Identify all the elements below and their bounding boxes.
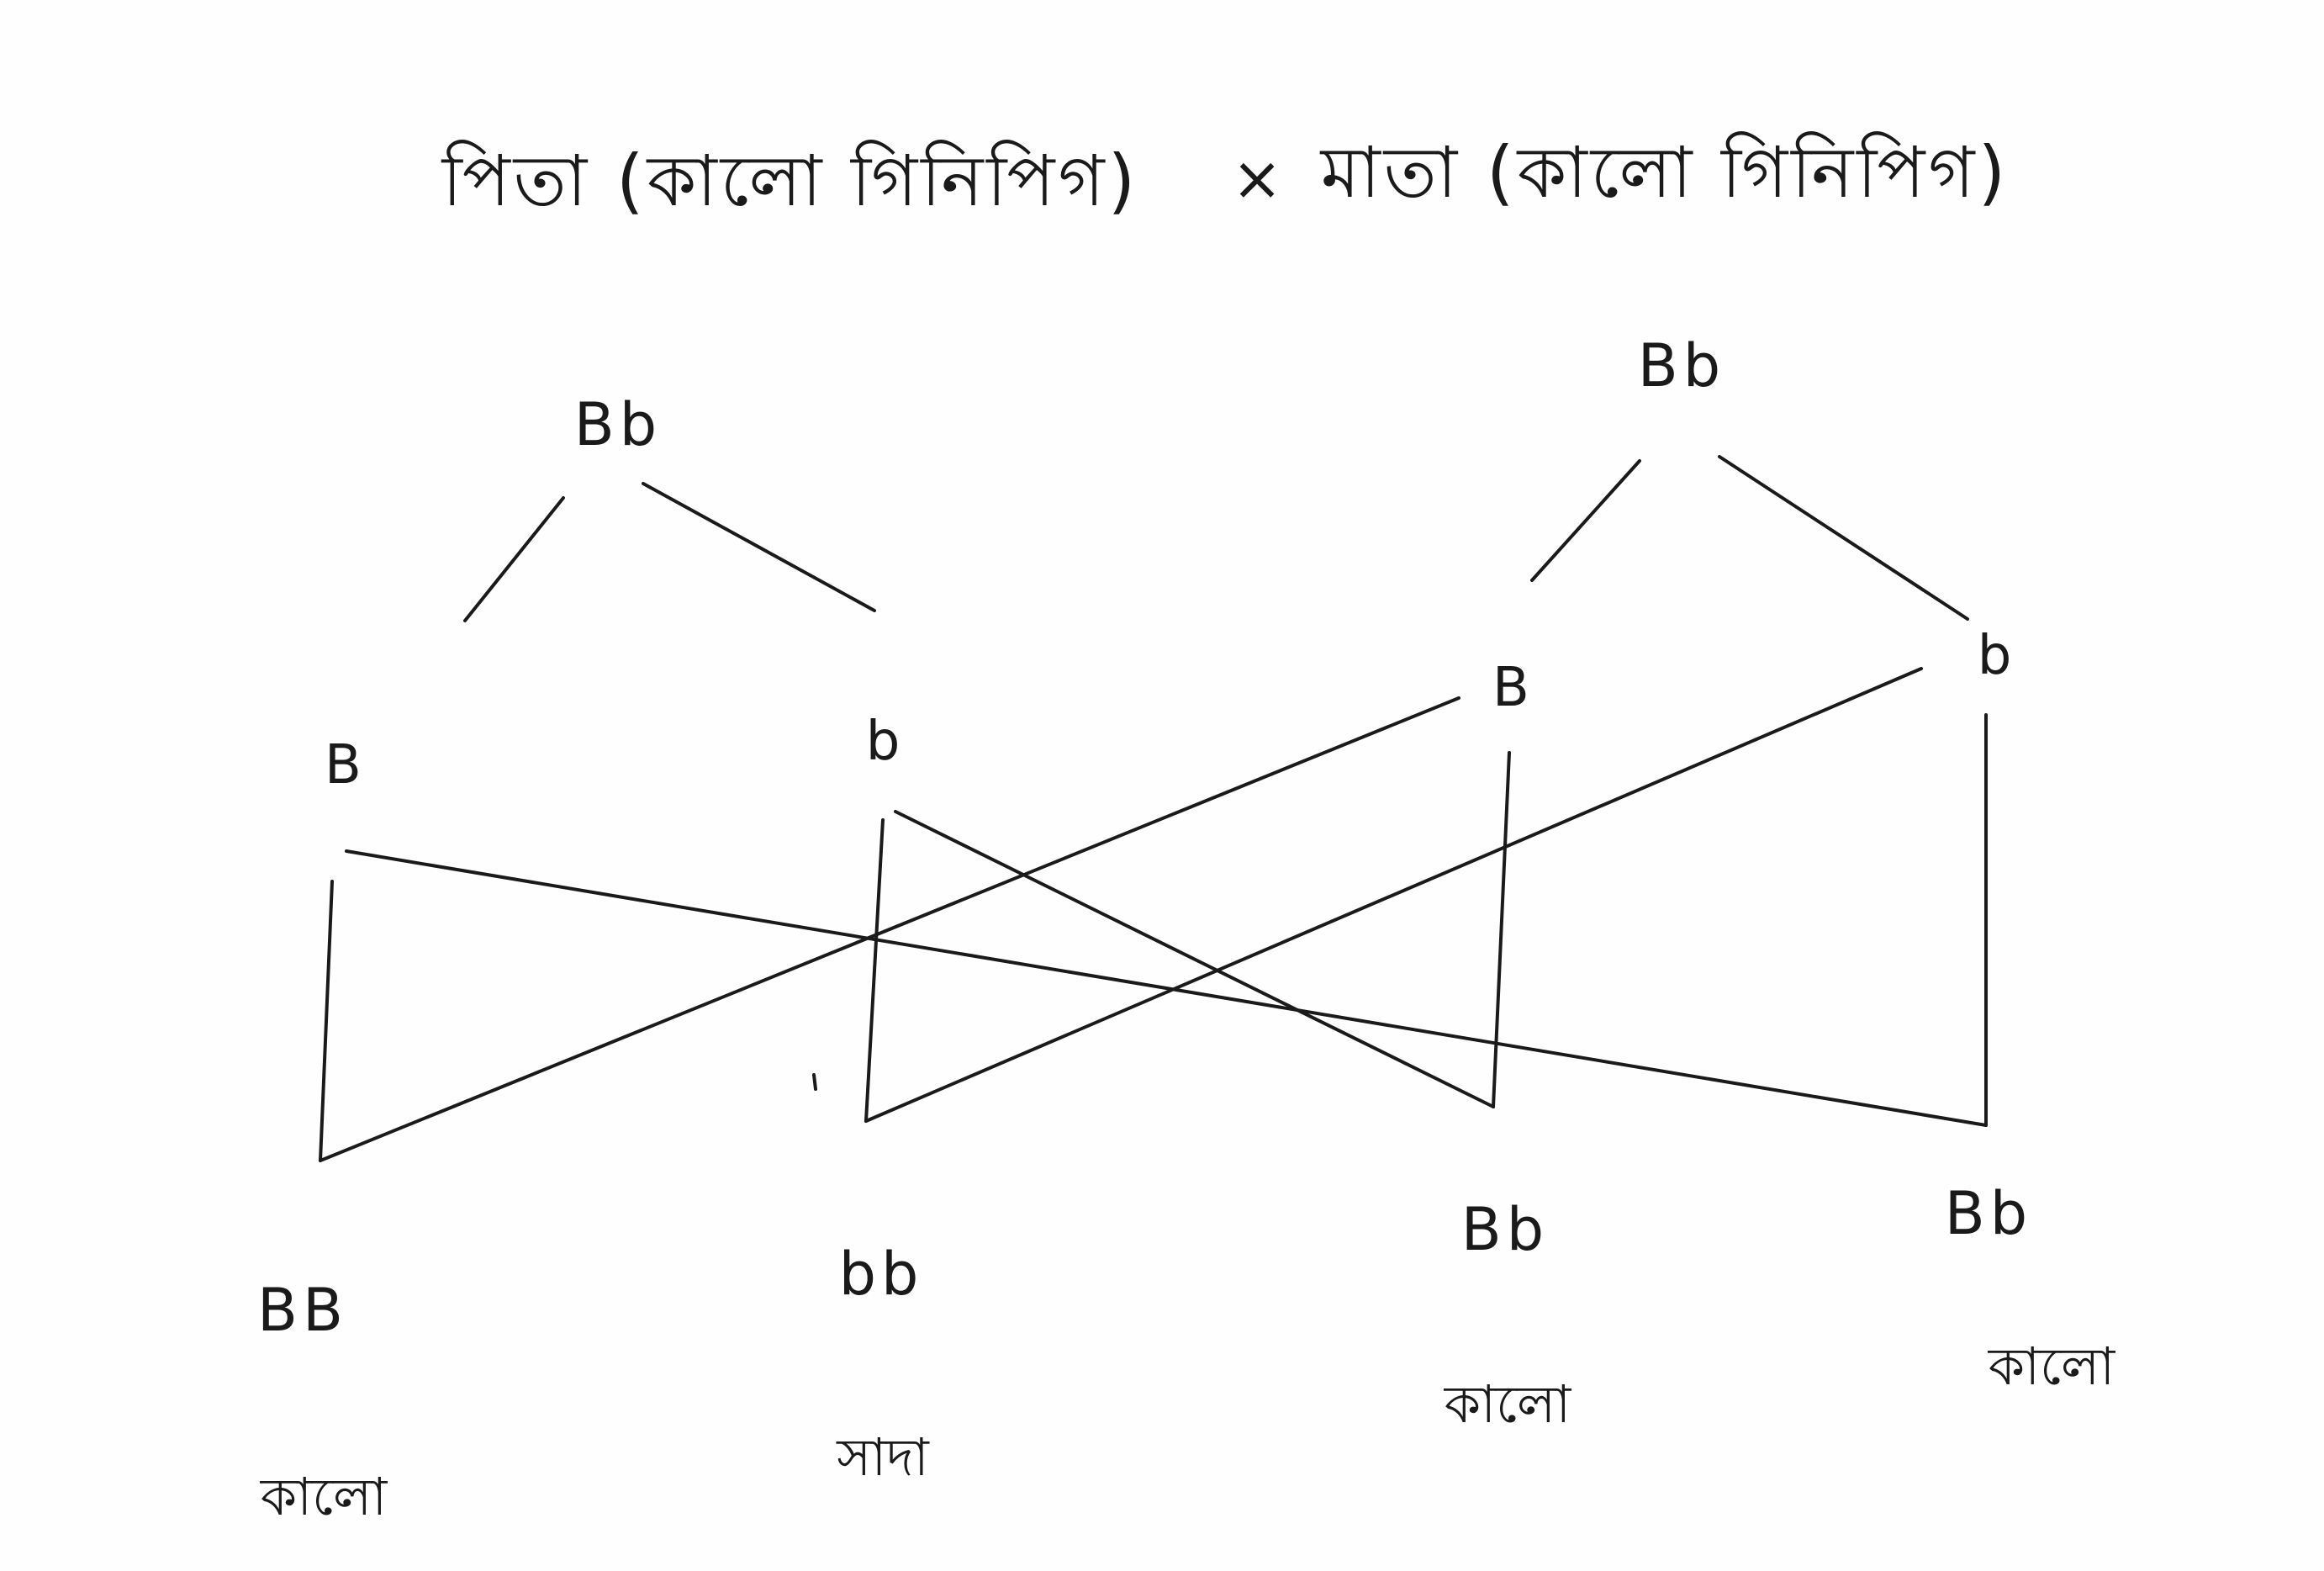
offspring-4-genotype: Bb — [1944, 1179, 2033, 1248]
offspring-3-genotype: Bb — [1460, 1195, 1550, 1264]
cross-line-father-b-to-offspring-3 — [894, 810, 1495, 1108]
mother-label: মাতা (কালো গিনিপিগ) — [1320, 131, 2010, 214]
cross-line-mother-b-to-offspring-2 — [864, 667, 1923, 1123]
cross-sign: × — [1231, 143, 1283, 214]
offspring-4-phenotype: কালো — [1988, 1336, 2115, 1397]
father-genotype: Bb — [573, 390, 663, 459]
offspring-1-genotype: BB — [256, 1276, 349, 1345]
father-label: পিতা (কালো গিনিপিগ) — [441, 140, 1139, 222]
stray-mark — [812, 1073, 817, 1091]
mother-to-B-line — [1530, 459, 1641, 582]
offspring-2-phenotype: সাদা — [837, 1426, 929, 1488]
father-to-B-line — [463, 496, 565, 622]
cross-line-father-B-to-offspring-4 — [345, 849, 1988, 1127]
mother-gamete-b: b — [1977, 625, 2012, 687]
mother-to-b-line — [1718, 455, 1969, 621]
vertical-line-3 — [1492, 751, 1511, 1108]
father-to-b-line — [642, 482, 876, 612]
father-gamete-b: b — [865, 711, 901, 773]
cross-line-mother-B-to-offspring-1 — [319, 696, 1460, 1162]
offspring-2-genotype: bb — [838, 1240, 924, 1309]
offspring-3-phenotype: কালো — [1444, 1373, 1571, 1435]
vertical-line-1 — [319, 880, 334, 1162]
mother-genotype: Bb — [1637, 331, 1726, 400]
offspring-1-phenotype: কালো — [260, 1466, 388, 1527]
mother-gamete-B: B — [1492, 657, 1529, 719]
vertical-line-2 — [864, 818, 885, 1123]
father-gamete-B: B — [325, 734, 362, 796]
